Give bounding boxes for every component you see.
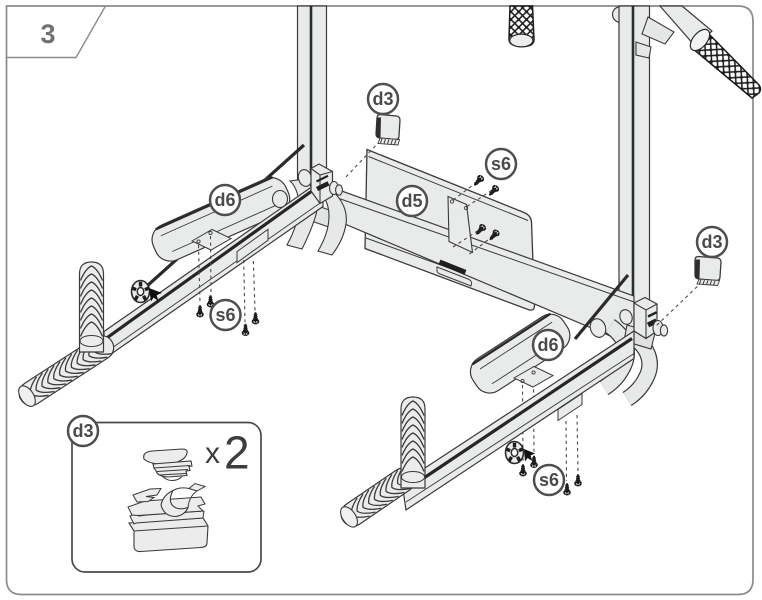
svg-text:d3: d3 xyxy=(701,232,722,252)
svg-text:s6: s6 xyxy=(491,154,511,174)
svg-text:x: x xyxy=(205,437,220,470)
svg-text:s6: s6 xyxy=(539,470,559,490)
svg-text:s6: s6 xyxy=(215,305,235,325)
svg-text:d6: d6 xyxy=(214,190,235,210)
svg-text:3: 3 xyxy=(40,19,55,49)
svg-text:d5: d5 xyxy=(401,191,422,211)
svg-text:d6: d6 xyxy=(537,335,558,355)
svg-text:d3: d3 xyxy=(72,421,93,441)
svg-text:d3: d3 xyxy=(372,89,393,109)
svg-text:2: 2 xyxy=(224,427,250,479)
